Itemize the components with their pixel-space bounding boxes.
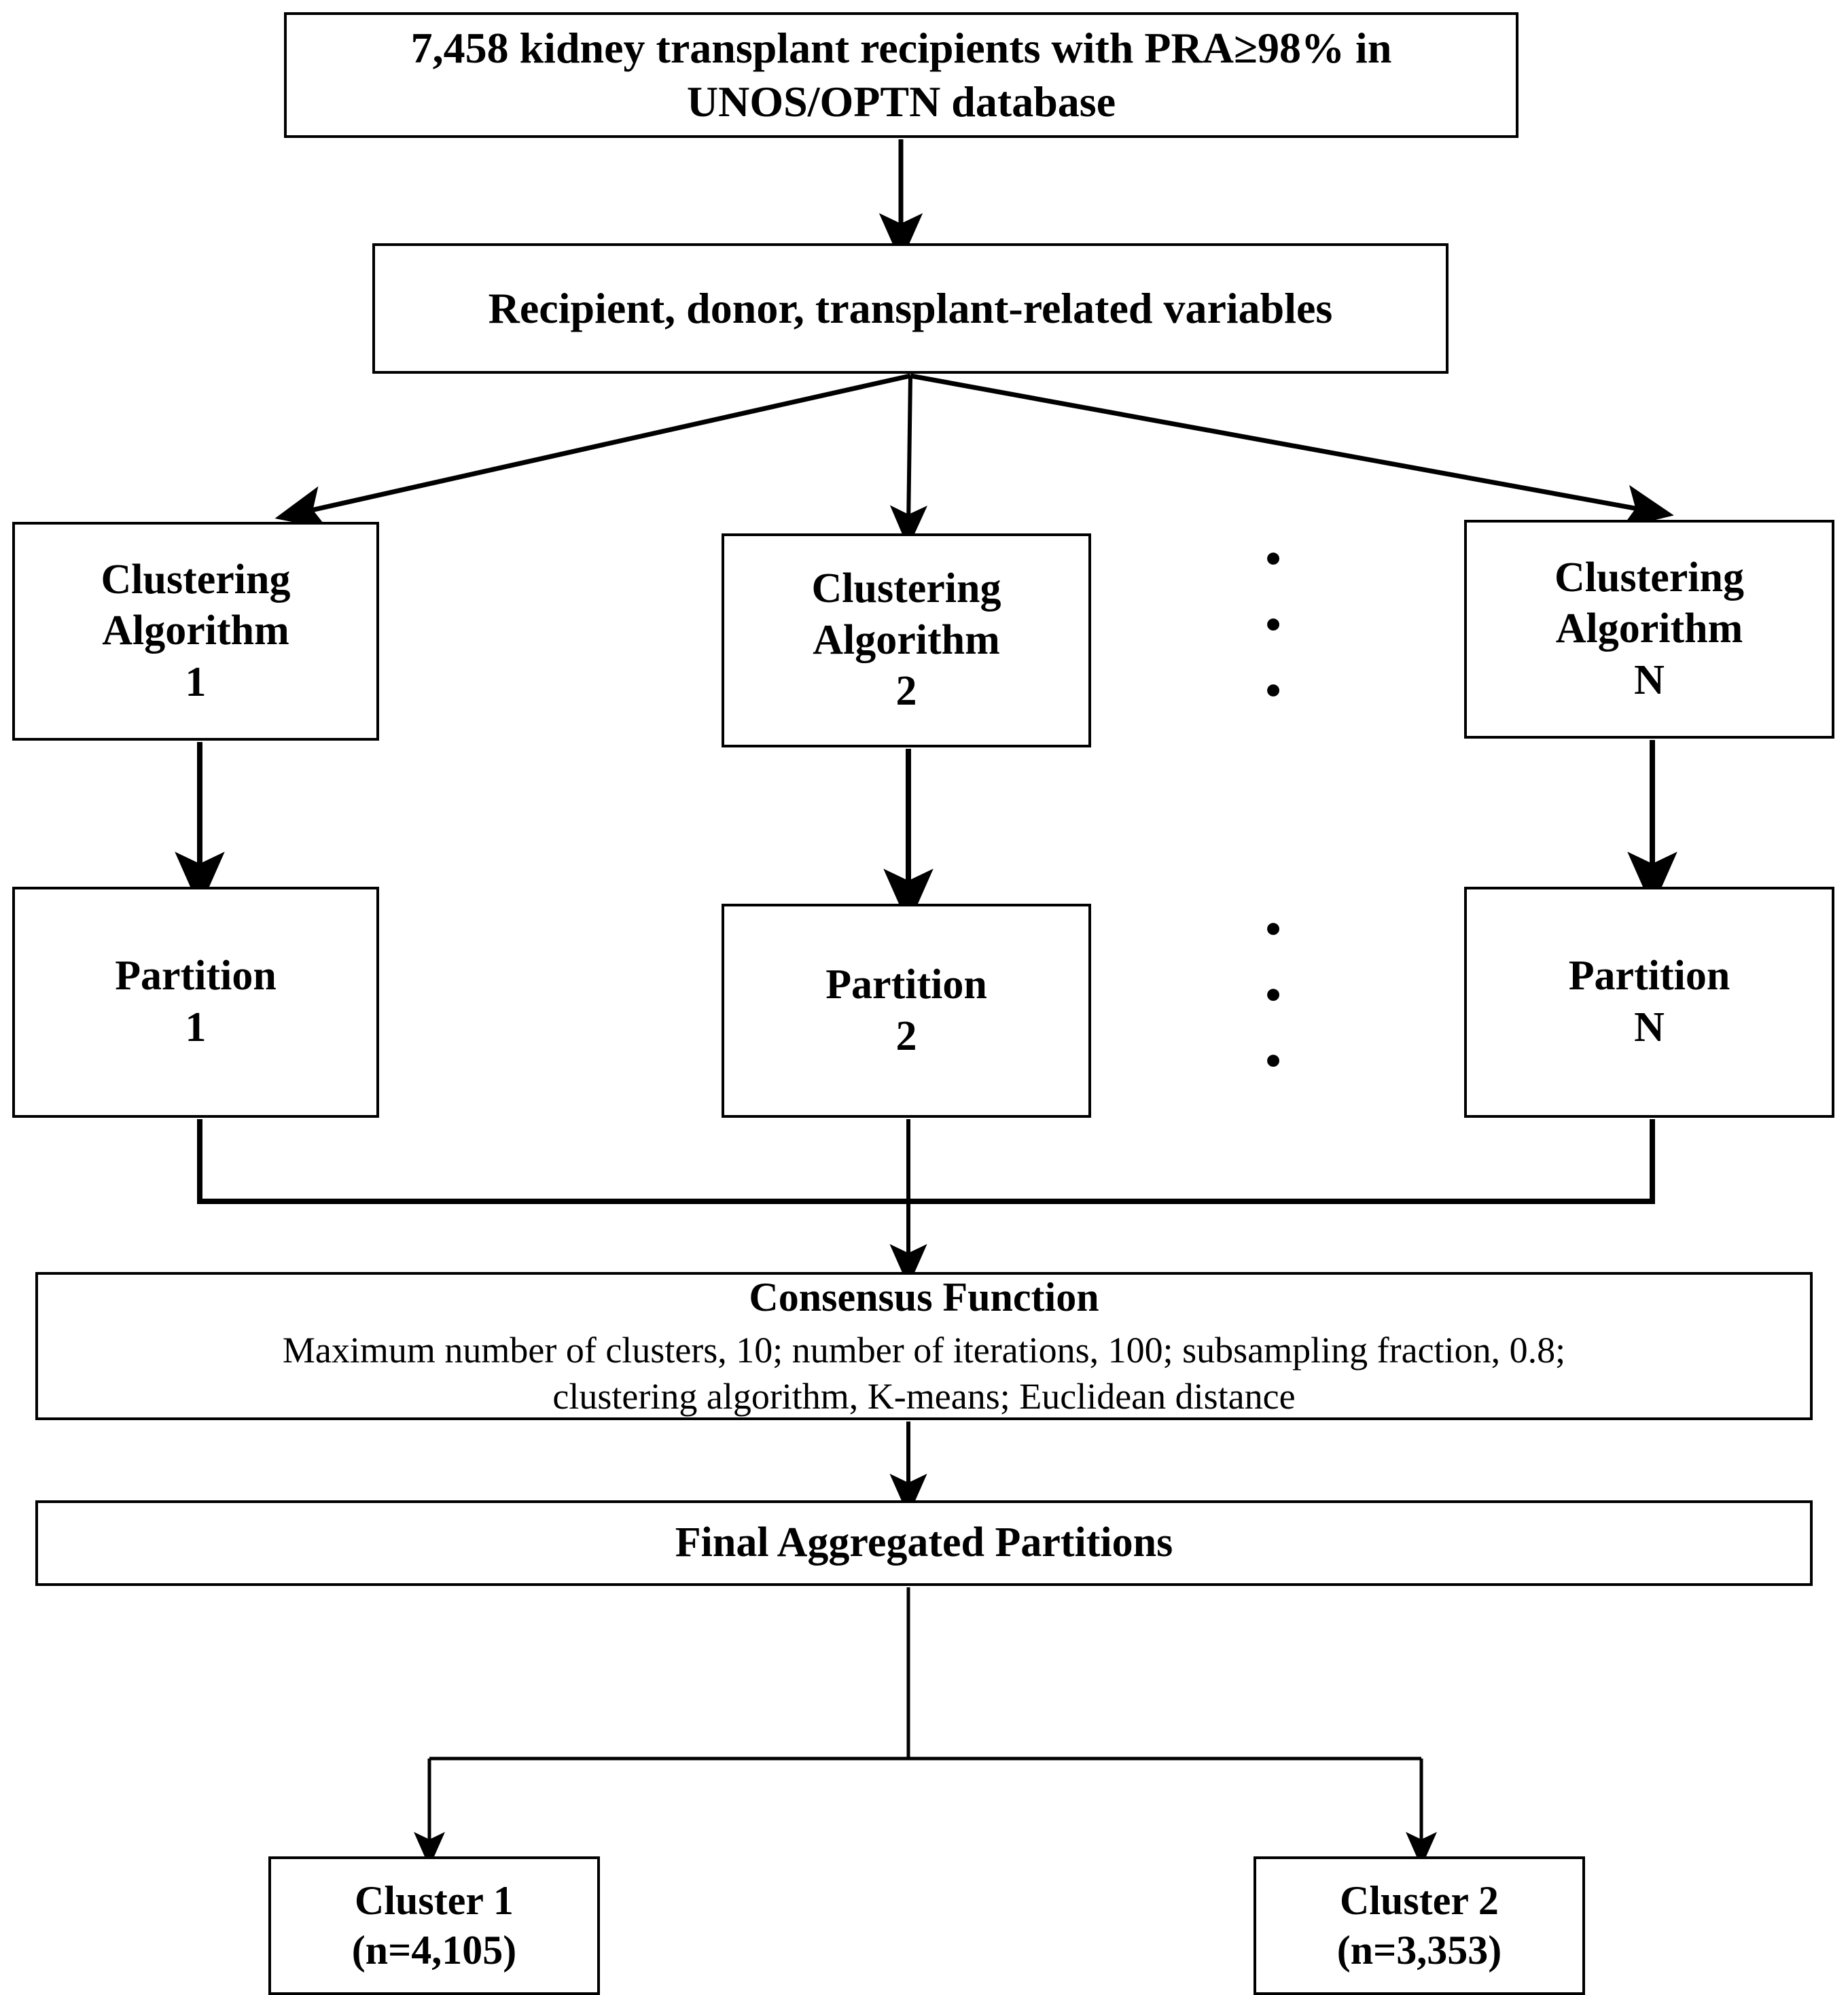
node-partition-n: Partition N (1464, 887, 1834, 1118)
node-final-aggregated-partitions: Final Aggregated Partitions (35, 1500, 1813, 1586)
node-algo-n-line-3: N (1634, 656, 1665, 703)
node-cluster-2-count: (n=3,353) (1336, 1928, 1502, 1973)
node-consensus-function: Consensus Function Maximum number of clu… (35, 1272, 1813, 1420)
vertical-ellipsis-algorithms-icon: • • • (1254, 534, 1293, 716)
node-cluster-1: Cluster 1 (n=4,105) (268, 1856, 600, 1995)
node-cohort-line-2: UNOS/OPTN database (686, 77, 1116, 126)
node-clustering-algorithm-1: Clustering Algorithm 1 (12, 522, 379, 741)
ellipsis-dot-pair-2: • (1265, 599, 1281, 650)
node-partition-1-line-2: 1 (185, 1004, 207, 1051)
node-consensus-title: Consensus Function (749, 1275, 1099, 1320)
ellipsis-dot-pair-3: • (1265, 665, 1281, 716)
ellipsis-dot-pair-3: • (1265, 1036, 1281, 1086)
node-cluster-2-label: Cluster 2 (1340, 1877, 1499, 1923)
arrow-variables-to-algo-1 (274, 373, 911, 529)
node-partition-n-line-2: N (1634, 1004, 1665, 1051)
node-partition-2-line-2: 2 (895, 1012, 917, 1059)
ellipsis-dot-pair-1: • (1265, 534, 1281, 584)
node-final-line-1: Final Aggregated Partitions (675, 1519, 1173, 1566)
node-cohort: 7,458 kidney transplant recipients with … (284, 12, 1518, 138)
node-algo-1-line-1: Clustering (101, 556, 291, 603)
merge-bus-partitions (197, 1119, 1655, 1204)
node-algo-2-line-3: 2 (895, 668, 917, 715)
node-cluster-2: Cluster 2 (n=3,353) (1254, 1856, 1585, 1995)
node-clustering-algorithm-2: Clustering Algorithm 2 (722, 533, 1091, 747)
node-cluster-1-count: (n=4,105) (351, 1928, 517, 1973)
node-consensus-detail-line-2: clustering algorithm, K-means; Euclidean… (552, 1375, 1296, 1417)
node-variables: Recipient, donor, transplant-related var… (372, 243, 1449, 374)
node-partition-1-line-1: Partition (115, 953, 277, 1000)
node-partition-n-line-1: Partition (1568, 953, 1730, 1000)
node-cohort-line-1: 7,458 kidney transplant recipients with … (410, 24, 1392, 73)
node-algo-1-line-3: 1 (185, 658, 207, 705)
node-algo-2-line-2: Algorithm (813, 616, 1000, 663)
ellipsis-dot-pair-1: • (1265, 904, 1281, 954)
node-algo-1-line-2: Algorithm (102, 607, 289, 654)
node-variables-line-1: Recipient, donor, transplant-related var… (488, 283, 1333, 332)
node-consensus-detail-line-1: Maximum number of clusters, 10; number o… (282, 1329, 1566, 1371)
node-cluster-1-label: Cluster 1 (355, 1877, 514, 1923)
node-algo-n-line-2: Algorithm (1555, 605, 1743, 652)
arrow-variables-to-algo-2 (889, 375, 928, 548)
ellipsis-dot-pair-2: • (1265, 970, 1281, 1020)
node-partition-1: Partition 1 (12, 887, 379, 1118)
arrow-variables-to-algo-n (910, 373, 1674, 529)
node-partition-2-line-1: Partition (825, 961, 987, 1008)
node-partition-2: Partition 2 (722, 904, 1091, 1118)
node-clustering-algorithm-n: Clustering Algorithm N (1464, 520, 1834, 739)
vertical-ellipsis-partitions-icon: • • • (1254, 904, 1293, 1086)
node-algo-2-line-1: Clustering (811, 565, 1001, 612)
node-algo-n-line-1: Clustering (1554, 554, 1744, 601)
